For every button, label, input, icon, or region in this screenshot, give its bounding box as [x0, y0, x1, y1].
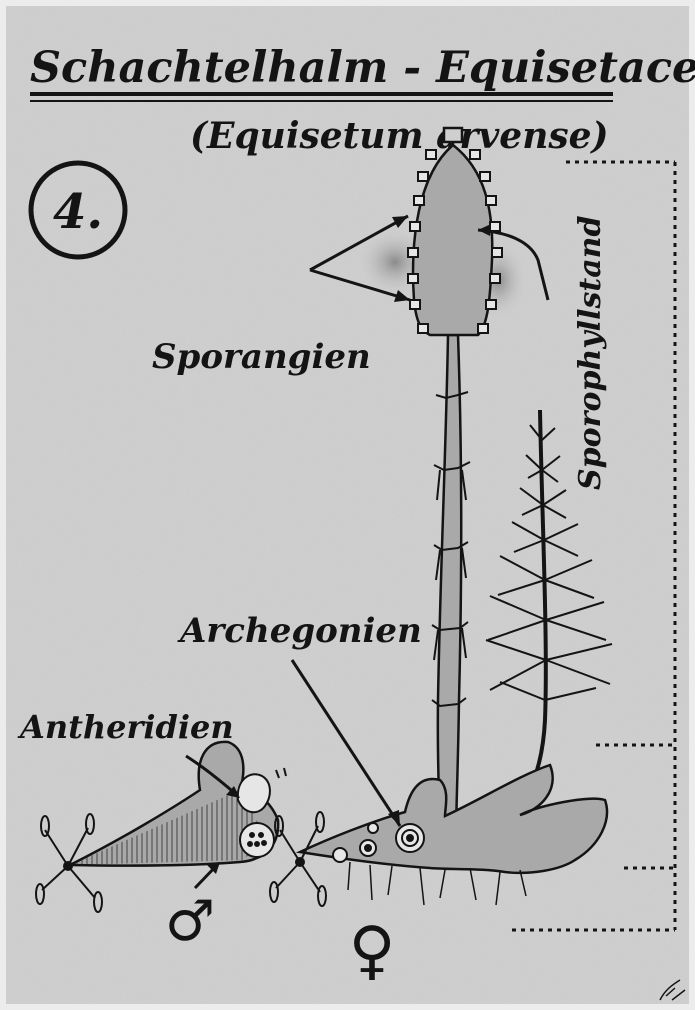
title-main: Schachtelhalm - Equisetaceae — [30, 43, 695, 93]
spore-right — [295, 857, 305, 867]
label-antheridien: Antheridien — [17, 708, 234, 746]
cone-tip — [444, 128, 462, 142]
spore-left — [63, 861, 73, 871]
title-subtitle: (Equisetum arvense) — [190, 115, 609, 157]
female-symbol: ♀ — [349, 914, 396, 988]
plate-number: 4. — [53, 184, 103, 240]
male-symbol: ♂ — [165, 889, 215, 954]
label-sporangien: Sporangien — [152, 337, 371, 377]
label-sporophyllstand: Sporophyllstand — [573, 216, 608, 490]
label-archegonien: Archegonien — [177, 611, 422, 651]
